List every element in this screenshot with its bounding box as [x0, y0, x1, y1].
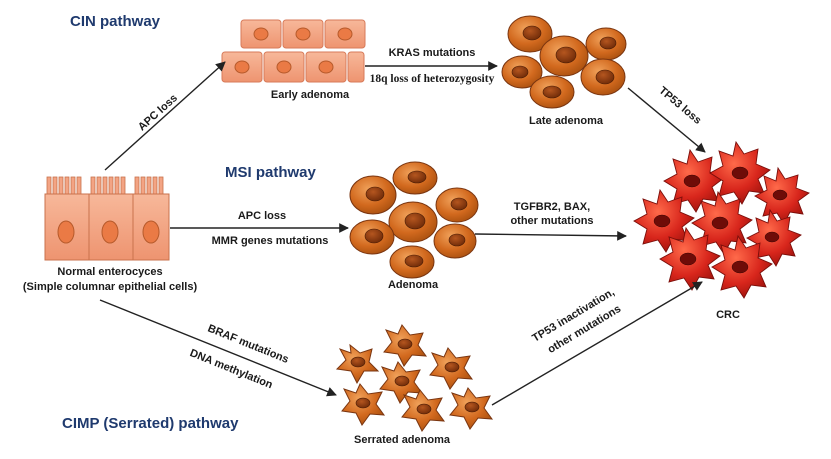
normal-enterocytes-cells	[44, 176, 170, 261]
mmr-mutations-label: MMR genes mutations	[212, 235, 329, 247]
serrated-adenoma-cells	[335, 324, 494, 432]
arrow-normal-to-serrated	[99, 299, 337, 397]
loh-18q-label: 18q loss of heterozygosity	[370, 73, 495, 85]
normal-enterocytes-sublabel: (Simple columnar epithelial cells)	[23, 281, 198, 293]
apc-loss-cin-label: APC loss	[136, 92, 180, 133]
msi-pathway-title: MSI pathway	[225, 164, 317, 181]
normal-enterocytes-label: Normal enterocyces	[57, 266, 162, 278]
crc-cells	[633, 140, 810, 299]
adenoma-cells	[349, 161, 479, 279]
apc-loss-msi-label: APC loss	[238, 210, 286, 222]
kras-mutations-label: KRAS mutations	[389, 47, 476, 59]
tp53-loss-label: TP53 loss	[656, 85, 703, 127]
pathway-arrows	[99, 61, 706, 406]
cin-pathway-title: CIN pathway	[70, 13, 161, 30]
early-adenoma-label: Early adenoma	[271, 89, 350, 101]
arrow-late-adenoma-to-crc	[627, 87, 706, 153]
late-adenoma-label: Late adenoma	[529, 115, 604, 127]
early-adenoma-cells	[221, 19, 366, 83]
arrow-serrated-to-crc	[491, 281, 703, 406]
tgfbr2-other-label: other mutations	[510, 215, 593, 227]
late-adenoma-cells	[501, 15, 627, 109]
adenoma-label: Adenoma	[388, 279, 439, 291]
serrated-adenoma-label: Serrated adenoma	[354, 434, 451, 446]
arrow-normal-to-early-adenoma	[104, 61, 226, 171]
arrow-adenoma-to-crc	[474, 230, 627, 241]
tgfbr2-bax-label: TGFBR2, BAX,	[514, 201, 590, 213]
cimp-pathway-title: CIMP (Serrated) pathway	[62, 415, 239, 432]
crc-label: CRC	[716, 309, 740, 321]
